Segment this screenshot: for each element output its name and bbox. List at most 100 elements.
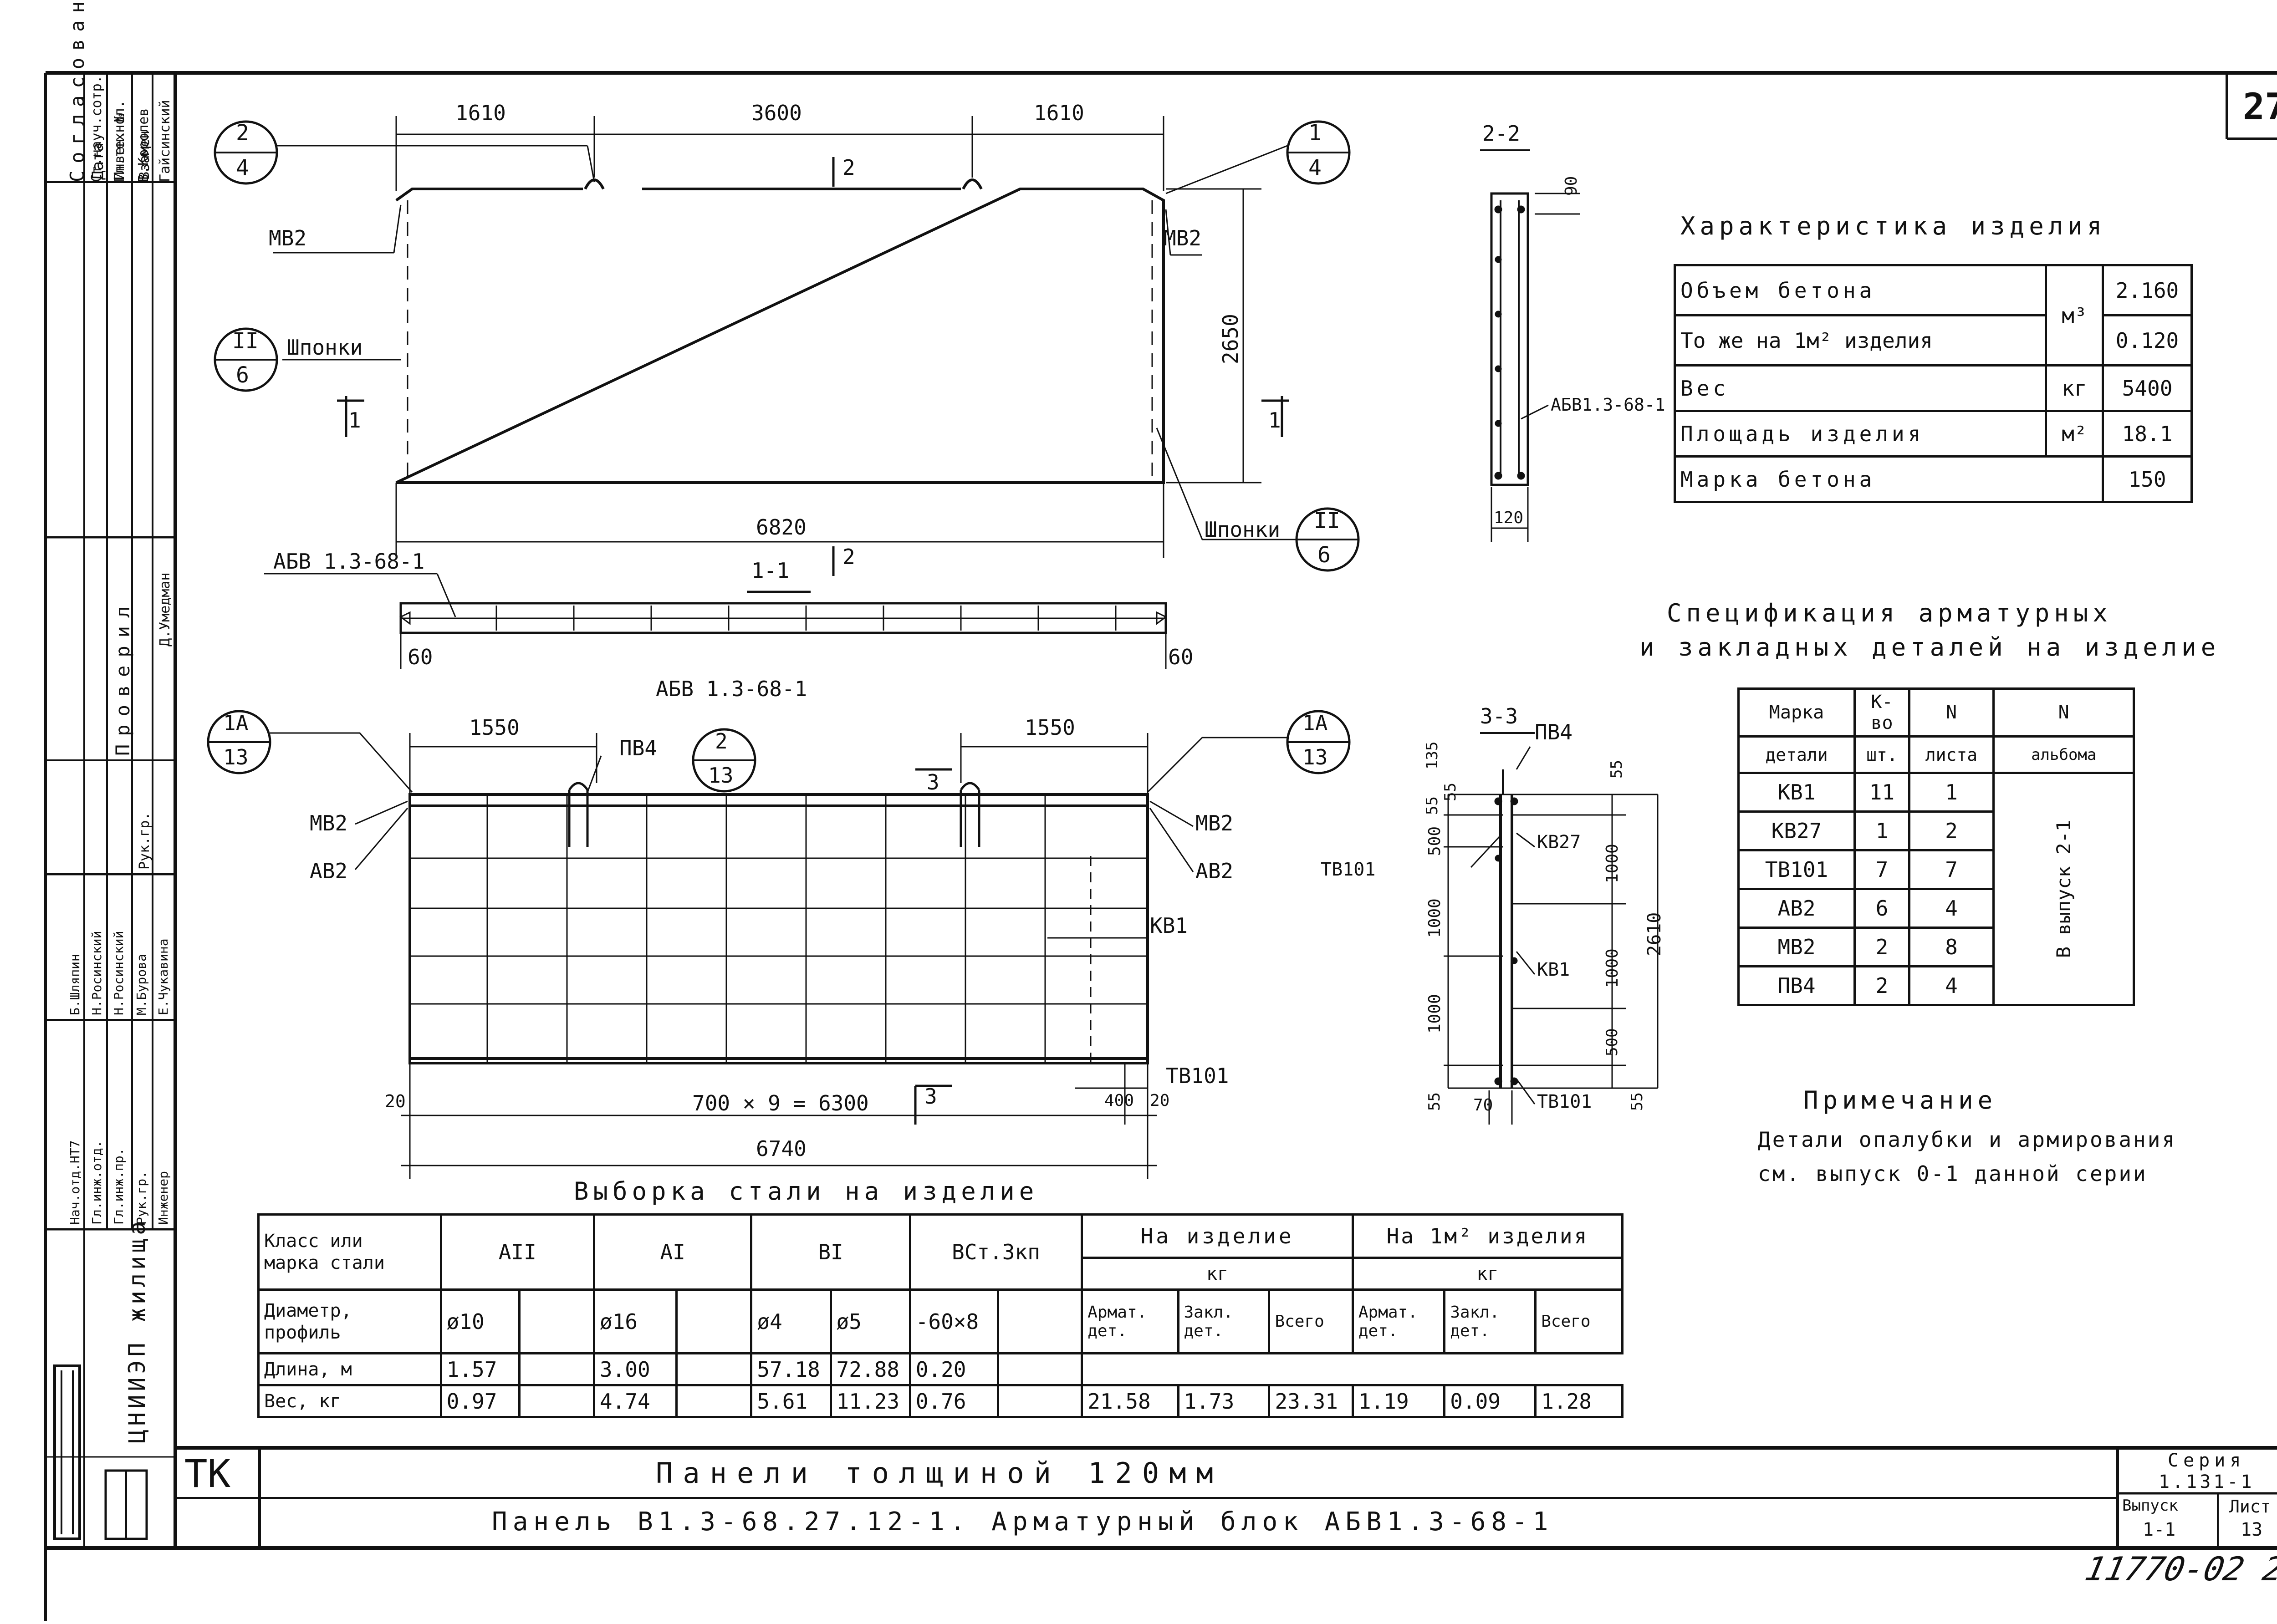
steel-class-vst3kp: ВСт.3кп <box>909 1213 1083 1291</box>
section-1-1-title: 1-1 <box>751 558 790 583</box>
s33-dim-right-1000-b: 1000 <box>1603 948 1622 988</box>
char-value-3: 5400 <box>2102 364 2193 412</box>
steel-diam-5: ø4 <box>750 1288 832 1354</box>
steel-diam-8 <box>996 1288 1083 1354</box>
cut-3-top: 3 <box>927 770 939 794</box>
char-name-5: Марка бетона <box>1674 455 2104 503</box>
table-row: Вес, кг 0.97 4.74 5.61 11.23 0.76 21.58 … <box>257 1384 1624 1418</box>
table-row: Марка К-во N N <box>1737 687 2135 738</box>
title-line-1: Панели толщиной 120мм <box>656 1456 1223 1490</box>
table-row: ПВ4 2 4 <box>1737 965 2134 1006</box>
stamp-name-3: Н.Росинский <box>111 931 126 1015</box>
spec-r5-qty: 2 <box>1853 927 1910 967</box>
spec-r4-qty: 6 <box>1853 888 1910 929</box>
steel-sub-4: Армат. дет. <box>1351 1288 1446 1354</box>
dim-top-2: 3600 <box>751 101 802 125</box>
steel-total-2: 1.73 <box>1177 1384 1271 1418</box>
spec-r2-sheet: 2 <box>1908 810 1995 851</box>
spec-album: В выпуск 2-1 <box>2052 820 2075 958</box>
spec-h-sheet-2: листа <box>1908 735 1995 774</box>
char-value-2: 0.120 <box>2102 314 2193 367</box>
steel-class-b1: ВI <box>750 1213 911 1291</box>
stamp-date-label: Дата <box>89 143 107 180</box>
stamp-checked: Проверил <box>112 598 134 756</box>
label-kv1-block: КВ1 <box>1150 913 1188 938</box>
spec-r2-qty: 1 <box>1853 810 1910 851</box>
table-row: детали шт. листа альбома <box>1737 735 2135 774</box>
spec-h-sheet-1: N <box>1908 687 1995 738</box>
callout-1a-left-den: 13 <box>223 745 249 769</box>
section-2-2-block: АБВ1.3-68-1 <box>1551 395 1665 415</box>
spec-r4-sheet: 4 <box>1908 888 1995 929</box>
vypusk-label: Выпуск <box>2122 1497 2178 1515</box>
steel-diam-4 <box>675 1288 753 1354</box>
char-value-4: 18.1 <box>2102 410 2193 458</box>
table-row: КВ27 1 2 <box>1737 810 2134 851</box>
table-row: ТВ101 7 7 <box>1737 849 2134 890</box>
char-unit-4: м² <box>2045 410 2104 458</box>
char-unit-1: м³ <box>2045 264 2104 367</box>
title-tk: ТК <box>184 1451 231 1496</box>
block-dim-left: 20 <box>385 1091 406 1111</box>
callout-key-right-num: II <box>1314 508 1340 534</box>
steel-wt-6: 11.23 <box>829 1384 911 1418</box>
cut-2-top: 2 <box>842 155 855 180</box>
steel-wt-1: 0.97 <box>439 1384 521 1418</box>
char-value-5: 150 <box>2102 455 2193 503</box>
dim-top-3: 1610 <box>1034 101 1084 125</box>
steel-diam-3: ø16 <box>592 1288 678 1354</box>
spec-r3-qty: 7 <box>1853 849 1910 890</box>
table-row: Класс или марка стали АII АI ВI ВСт.3кп … <box>257 1213 1624 1291</box>
table-row: Марка бетона 150 <box>1674 455 2193 503</box>
steel-sub-5: Закл. дет. <box>1443 1288 1537 1354</box>
steel-r-diam-1: Диаметр, <box>264 1300 352 1321</box>
label-mv2-top-right: МВ2 <box>1164 226 1202 250</box>
table-row: Диаметр, профиль ø10 ø16 ø4 ø5 -60×8 Арм… <box>257 1288 1624 1354</box>
steel-wt-7: 0.76 <box>909 1384 999 1418</box>
sheet-number: 27 <box>2243 86 2277 128</box>
steel-class-a2: АII <box>439 1213 595 1291</box>
label-mv2-block-left: МВ2 <box>310 811 348 835</box>
char-value-1: 2.160 <box>2102 264 2193 316</box>
steel-len-7: 0.20 <box>909 1352 999 1386</box>
s33-dim-right-55-top: 55 <box>1608 760 1626 779</box>
char-name-1: Объем бетона <box>1674 264 2047 316</box>
spec-album-cell: В выпуск 2-1 <box>1992 772 2135 1006</box>
note-title: Примечание <box>1803 1086 1997 1115</box>
table-row: Объем бетона м³ 2.160 <box>1674 264 2193 367</box>
steel-table: Класс или марка стали АII АI ВI ВСт.3кп … <box>257 1213 1624 1418</box>
spec-h-mark-2: детали <box>1737 735 1856 774</box>
section-2-2-title: 2-2 <box>1482 121 1521 146</box>
steel-total-3: 23.31 <box>1268 1384 1354 1418</box>
s33-dim-right-55-bottom: 55 <box>1628 1092 1646 1111</box>
steel-len-1: 1.57 <box>439 1352 521 1386</box>
table-row: Длина, м 1.57 3.00 57.18 72.88 0.20 <box>257 1352 1623 1386</box>
s33-dim-total: 2610 <box>1644 912 1665 956</box>
callout-key-left-den: 6 <box>236 362 249 388</box>
stamp-org: ЦНИИЭП жилища <box>124 1217 150 1443</box>
steel-len-8 <box>996 1352 1083 1386</box>
steel-h-per-m2: На 1м² изделия <box>1351 1213 1624 1259</box>
stamp-name-1: Б.Шляпин <box>67 954 82 1015</box>
spec-r1-qty: 11 <box>1853 772 1910 813</box>
callout-1-4-num: 1 <box>1308 120 1322 146</box>
section-3-3-title: 3-3 <box>1480 704 1518 728</box>
steel-diam-2 <box>518 1288 595 1354</box>
char-name-2: То же на 1м² изделия <box>1674 314 2047 367</box>
characteristics-table: Объем бетона м³ 2.160 То же на 1м² издел… <box>1674 264 2193 503</box>
spec-r1-mark: КВ1 <box>1737 772 1856 813</box>
s33-tv101-left: ТВ101 <box>1321 859 1376 880</box>
block-dim-total: 6740 <box>756 1136 807 1161</box>
series-label: Серия <box>2168 1450 2246 1471</box>
steel-h-class-1: Класс или <box>264 1231 363 1252</box>
steel-wt-3: 4.74 <box>592 1384 678 1418</box>
steel-wt-4 <box>675 1384 753 1418</box>
spec-title-2: и закладных деталей на изделие <box>1639 633 2221 662</box>
callout-2-4-den: 4 <box>236 155 249 181</box>
steel-sub-1: Армат. дет. <box>1081 1288 1179 1354</box>
steel-total-6: 1.28 <box>1534 1384 1624 1418</box>
spec-r6-qty: 2 <box>1853 965 1910 1006</box>
label-mv2-top-left: МВ2 <box>269 226 307 250</box>
steel-unit-m2: кг <box>1351 1257 1624 1291</box>
callout-2-13-den: 13 <box>708 763 734 788</box>
